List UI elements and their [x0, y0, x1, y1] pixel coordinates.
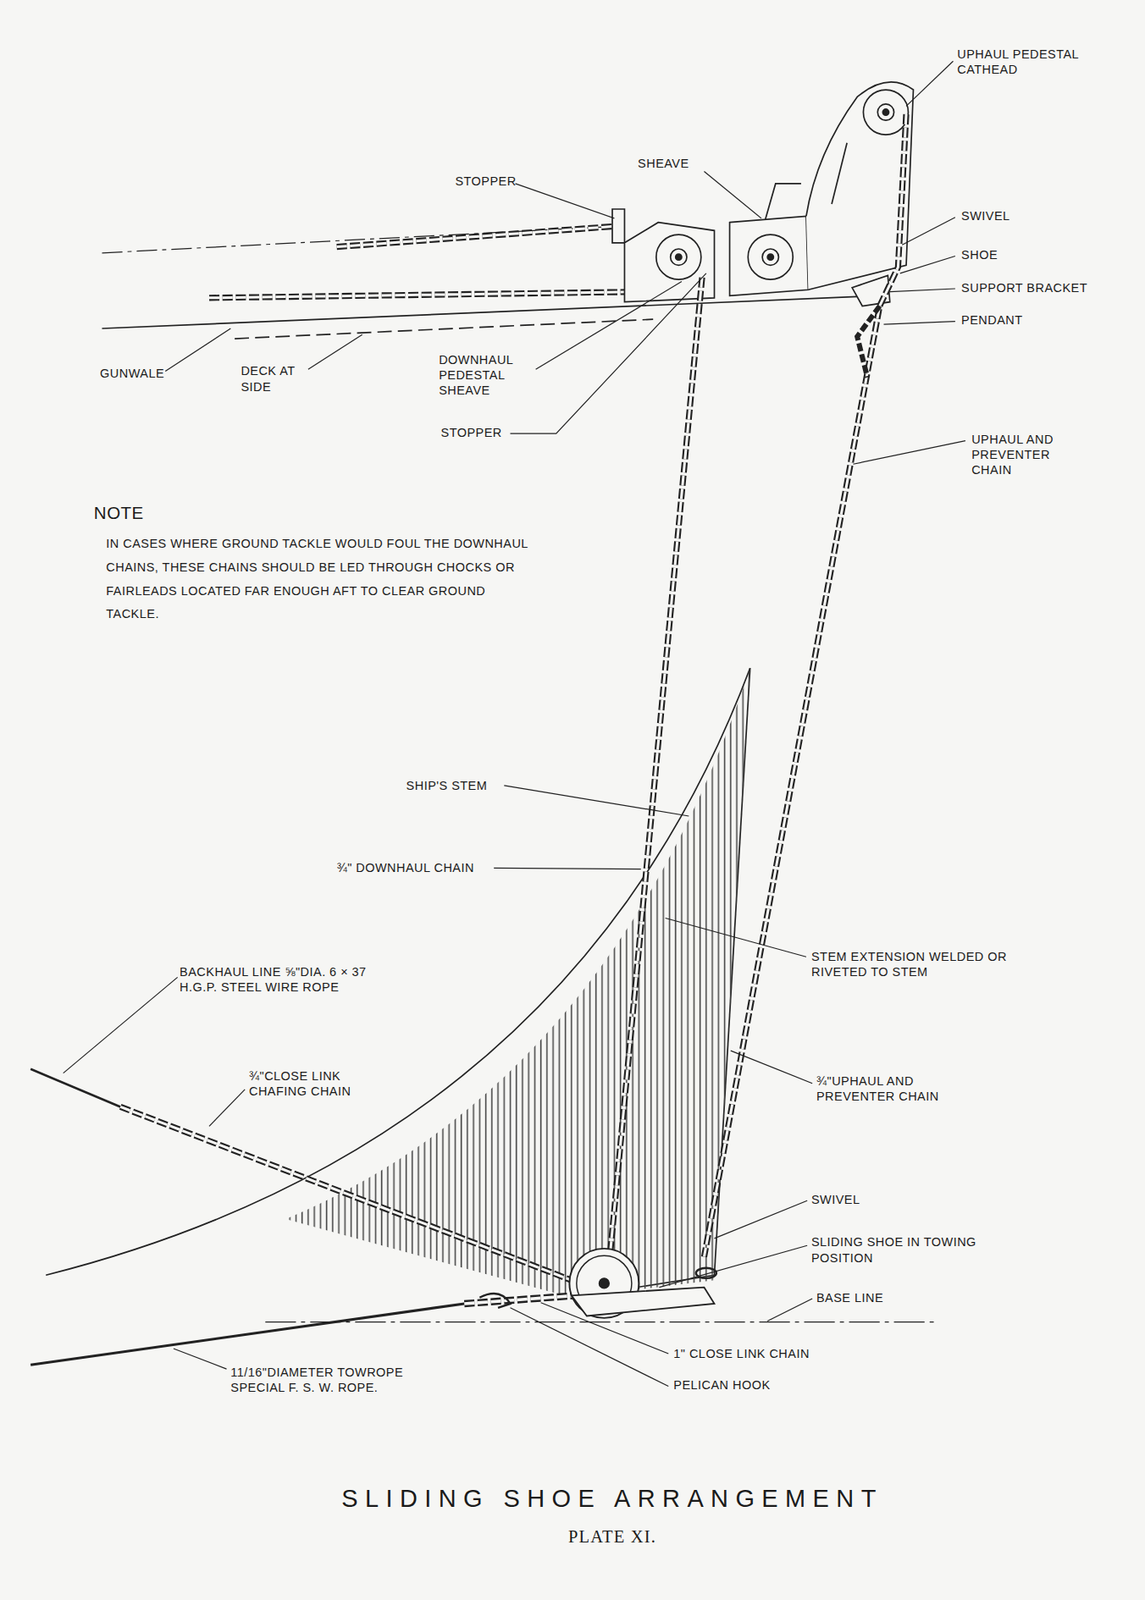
callout-label: SWIVEL	[961, 209, 1011, 225]
callout-label: ¾"CLOSE LINK CHAFING CHAIN	[248, 1069, 377, 1101]
callout-label: 1" CLOSE LINK CHAIN	[673, 1347, 810, 1363]
callout-label: SWIVEL	[811, 1193, 861, 1209]
callout-label: PELICAN HOOK	[673, 1378, 770, 1394]
callout-label: DOWNHAUL PEDESTAL SHEAVE	[438, 353, 531, 399]
callout-label: SUPPORT BRACKET	[961, 280, 1088, 296]
plate-title: SLIDING SHOE ARRANGEMENT	[341, 1484, 884, 1514]
callout-label: BACKHAUL LINE ⅝"DIA. 6 × 37 H.G.P. STEEL…	[179, 965, 369, 996]
plate-caption: PLATE XI.	[568, 1527, 657, 1549]
callout-label: STOPPER	[454, 174, 516, 190]
note-heading: NOTE	[94, 506, 144, 522]
callout-label: UPHAUL PEDESTAL CATHEAD	[956, 46, 1111, 78]
callout-label: SHIP'S STEM	[406, 778, 488, 794]
callout-label: DECK AT SIDE	[240, 364, 312, 395]
callout-label: ¾"UPHAUL AND PREVENTER CHAIN	[816, 1074, 960, 1106]
callout-label: SLIDING SHOE IN TOWING POSITION	[811, 1235, 980, 1267]
callout-label: BASE LINE	[816, 1290, 884, 1306]
callout-label: ¾" DOWNHAUL CHAIN	[337, 861, 475, 877]
note-text: IN CASES WHERE GROUND TACKLE WOULD FOUL …	[105, 532, 530, 627]
callout-label: STOPPER	[441, 425, 503, 441]
callout-label: GUNWALE	[99, 366, 165, 382]
callout-label: PENDANT	[961, 313, 1023, 329]
callout-label: UPHAUL AND PREVENTER CHAIN	[971, 432, 1074, 479]
callout-label: SHOE	[961, 248, 998, 264]
callout-label: STEM EXTENSION WELDED OR RIVETED TO STEM	[811, 950, 1067, 981]
callout-label: SHEAVE	[637, 155, 689, 172]
callout-label: 11/16"DIAMETER TOWROPE SPECIAL F. S. W. …	[230, 1365, 450, 1396]
